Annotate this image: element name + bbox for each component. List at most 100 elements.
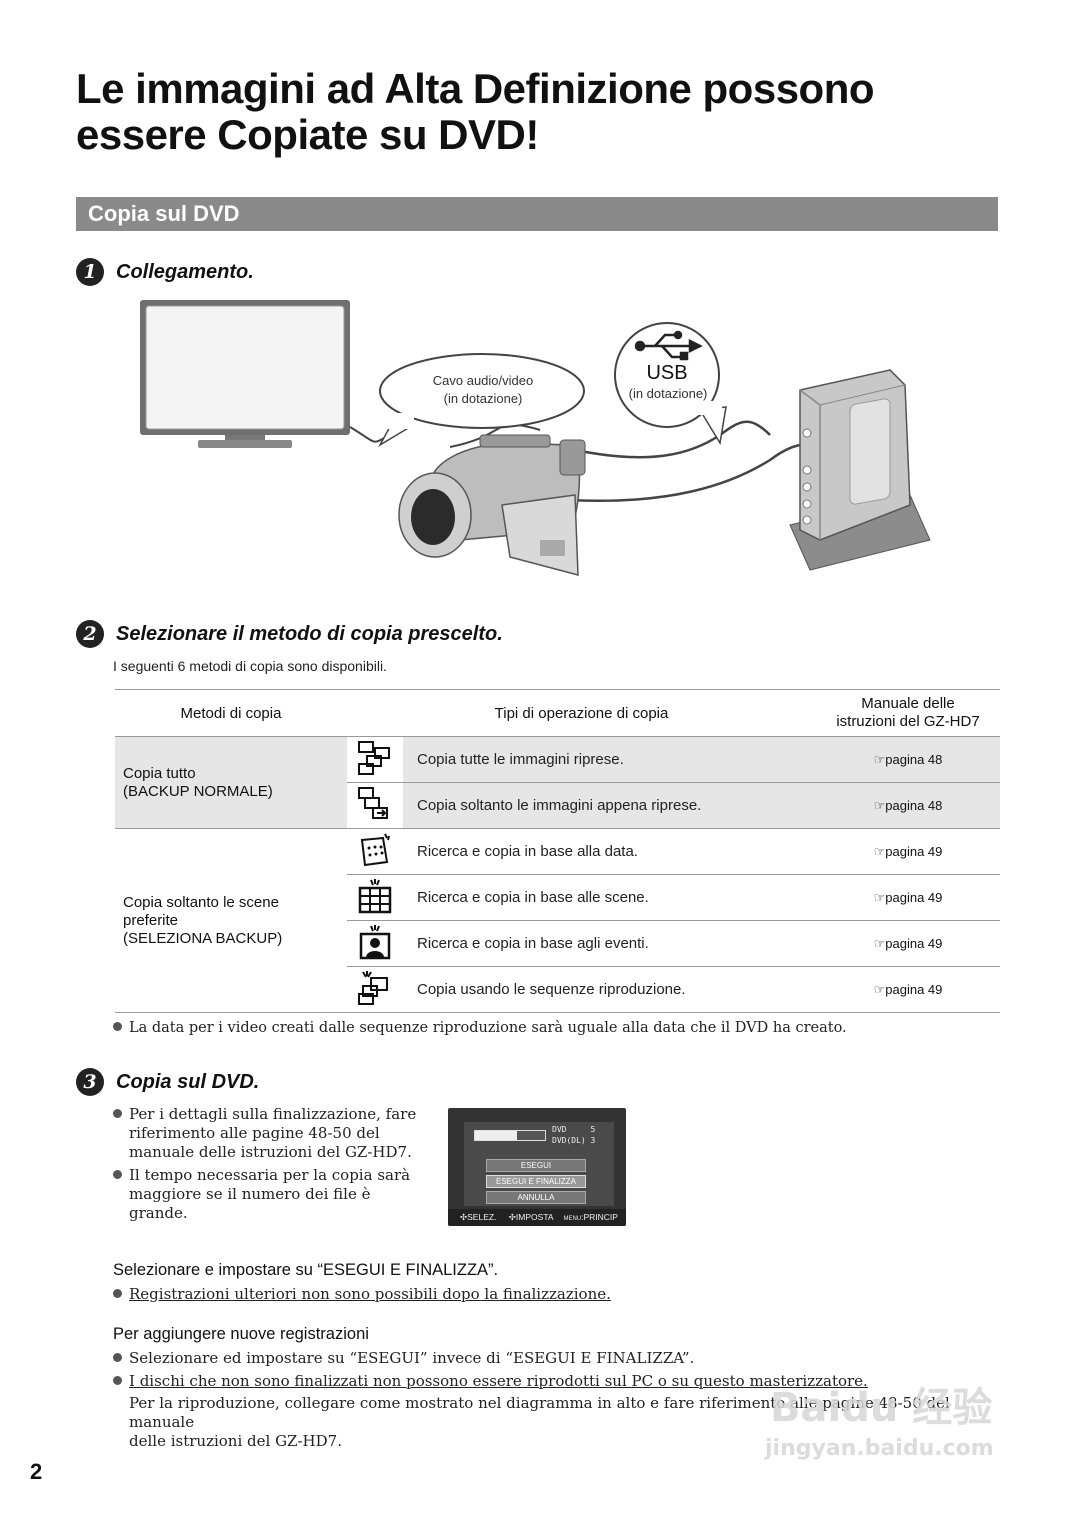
bullet-1-line-1: Per i dettagli sulla finalizzazione, far… — [129, 1105, 417, 1123]
footer-menu: MENU — [563, 1216, 582, 1222]
footer-imposta: IMPOSTA — [515, 1212, 554, 1222]
list-item: Per i dettagli sulla finalizzazione, far… — [113, 1105, 423, 1162]
table-header-row: Metodi di copia Tipi di operazione di co… — [115, 689, 1000, 737]
table-row: Ricerca e copia in base alle scene. ☞pag… — [115, 874, 1000, 921]
add-bullet-1-text: Selezionare ed impostare su “ESEGUI” inv… — [129, 1349, 695, 1367]
row-1-description: Copia tutte le immagini riprese. — [403, 736, 816, 783]
title-line-2: essere Copiate su DVD! — [76, 111, 539, 158]
dvddl-value: 3 — [590, 1136, 596, 1145]
header-manual-line-1: Manuale delle — [861, 695, 955, 712]
section-header: Copia sul DVD — [76, 197, 998, 231]
watermark-logo: Baidu 经验 — [770, 1385, 993, 1431]
dpad-icon: ✣ — [508, 1212, 516, 1222]
add-bullet-2-line-2: Per la riproduzione, collegare come most… — [129, 1394, 950, 1431]
bullet-2-line-2: maggiore se il numero dei file è — [129, 1185, 371, 1203]
watermark-url: jingyan.baidu.com — [765, 1436, 994, 1461]
usb-callout: USB (in dotazione) — [614, 322, 727, 446]
method-select-backup: Copia soltanto le scene preferite (SELEZ… — [115, 828, 347, 1013]
add-bullet-2-line-3: delle istruzioni del GZ-HD7. — [129, 1432, 342, 1450]
select-heading: Selezionare e impostare su “ESEGUI E FIN… — [113, 1261, 499, 1279]
footer-princip: :PRINCIP — [581, 1212, 618, 1222]
row-4-page-ref: ☞pagina 49 — [816, 874, 1000, 921]
row-5-description: Ricerca e copia in base agli eventi. — [403, 920, 816, 967]
step-3-title: Copia sul DVD. — [116, 1070, 260, 1093]
bullet-icon — [113, 1022, 122, 1031]
playlist-icon — [347, 966, 403, 1013]
row-6-page-ref: ☞pagina 49 — [816, 966, 1000, 1013]
row-2-description: Copia soltanto le immagini appena ripres… — [403, 782, 816, 829]
step-number-1: 1 — [76, 258, 104, 286]
step-number-2: 2 — [76, 620, 104, 648]
list-item: Il tempo necessaria per la copia sarà ma… — [113, 1166, 423, 1223]
bullet-2-line-1: Il tempo necessaria per la copia sarà — [129, 1166, 411, 1184]
page-number: 2 — [30, 1459, 43, 1484]
copy-all-icon — [347, 736, 403, 783]
av-cable-callout: Cavo audio/video (in dotazione) — [378, 353, 585, 448]
progress-bar — [474, 1130, 546, 1141]
section-title: Copia sul DVD — [88, 201, 240, 226]
dpad-icon: ✣ — [460, 1212, 468, 1222]
footer-selez: SELEZ. — [467, 1212, 497, 1222]
step-1-title: Collegamento. — [116, 260, 254, 283]
menu-annulla[interactable]: ANNULLA — [486, 1191, 586, 1204]
step-3-bullets: Per i dettagli sulla finalizzazione, far… — [113, 1105, 423, 1223]
row-4-description: Ricerca e copia in base alle scene. — [403, 874, 816, 921]
row-3-description: Ricerca e copia in base alla data. — [403, 828, 816, 875]
table-note: La data per i video creati dalle sequenz… — [113, 1019, 847, 1038]
usb-icon — [634, 330, 703, 361]
add-bullet-2-text: I dischi che non sono finalizzati non po… — [129, 1372, 868, 1390]
lcd-footer: ✣SELEZ. ✣IMPOSTA MENU:PRINCIP — [448, 1209, 626, 1226]
dvd-label: DVD — [552, 1125, 567, 1134]
table-row: Copia soltanto le scene preferite (SELEZ… — [115, 828, 1000, 1013]
step-1-heading: 1 Collegamento. — [76, 258, 254, 286]
table-row: Copia usando le sequenze riproduzione. ☞… — [115, 966, 1000, 1013]
method-copy-all: Copia tutto (BACKUP NORMALE) — [115, 736, 347, 829]
av-cable-label-1: Cavo audio/video — [433, 373, 533, 388]
copy-new-icon — [347, 782, 403, 829]
lcd-menu: ESEGUI ESEGUI E FINALIZZA ANNULLA — [486, 1159, 586, 1204]
header-manual-line-2: istruzioni del GZ-HD7 — [836, 713, 980, 730]
usb-note: (in dotazione) — [629, 386, 708, 401]
add-bullet-2: I dischi che non sono finalizzati non po… — [113, 1372, 993, 1451]
dvddl-label: DVD(DL) — [552, 1136, 586, 1145]
table-row: Copia tutto (BACKUP NORMALE) Copia tutte… — [115, 736, 1000, 829]
connection-diagram: Cavo audio/video (in dotazione) USB (in … — [140, 300, 931, 576]
header-manual: Manuale delle istruzioni del GZ-HD7 — [816, 689, 1000, 737]
step-2-heading: 2 Selezionare il metodo di copia prescel… — [76, 620, 503, 648]
bullet-2-line-3: grande. — [129, 1204, 188, 1222]
method-copy-all-line-1: Copia tutto — [123, 764, 196, 782]
calendar-icon — [347, 828, 403, 875]
bullet-icon — [113, 1289, 122, 1298]
bullet-icon — [113, 1170, 122, 1179]
menu-esegui[interactable]: ESEGUI — [486, 1159, 586, 1172]
row-5-page-ref: ☞pagina 49 — [816, 920, 1000, 967]
usb-label: USB — [646, 362, 687, 384]
menu-esegui-finalizza[interactable]: ESEGUI E FINALIZZA — [486, 1175, 586, 1188]
bullet-icon — [113, 1109, 122, 1118]
add-bullet-1: Selezionare ed impostare su “ESEGUI” inv… — [113, 1349, 694, 1368]
step-number-3: 3 — [76, 1068, 104, 1096]
camcorder-lcd-screen: DVD 5 DVD(DL) 3 ESEGUI ESEGUI E FINALIZZ… — [448, 1108, 626, 1226]
method-copy-all-line-2: (BACKUP NORMALE) — [123, 782, 273, 800]
method-select-backup-line-2: preferite — [123, 911, 179, 929]
dvd-value: 5 — [590, 1125, 596, 1134]
table-note-text: La data per i video creati dalle sequenz… — [129, 1020, 847, 1036]
bullet-1-line-2: riferimento alle pagine 48-50 del — [129, 1124, 380, 1142]
row-6-description: Copia usando le sequenze riproduzione. — [403, 966, 816, 1013]
method-select-backup-line-1: Copia soltanto le scene — [123, 893, 279, 911]
bullet-1-line-3: manuale delle istruzioni del GZ-HD7. — [129, 1143, 412, 1161]
bullet-icon — [113, 1376, 122, 1385]
methods-intro: I seguenti 6 metodi di copia sono dispon… — [113, 658, 387, 674]
step-3-heading: 3 Copia sul DVD. — [76, 1068, 259, 1096]
header-methods: Metodi di copia — [115, 689, 347, 737]
av-cable-label-2: (in dotazione) — [444, 391, 523, 406]
add-heading: Per aggiungere nuove registrazioni — [113, 1325, 369, 1343]
method-select-backup-line-3: (SELEZIONA BACKUP) — [123, 929, 283, 947]
title-line-1: Le immagini ad Alta Definizione possono — [76, 65, 875, 112]
step-2-title: Selezionare il metodo di copia prescelto… — [116, 622, 503, 645]
dvd-burner-illustration — [789, 369, 931, 571]
row-3-page-ref: ☞pagina 49 — [816, 828, 1000, 875]
page-title: Le immagini ad Alta Definizione possono … — [76, 66, 1036, 158]
header-operations: Tipi di operazione di copia — [347, 689, 816, 737]
camcorder-illustration — [398, 434, 586, 576]
